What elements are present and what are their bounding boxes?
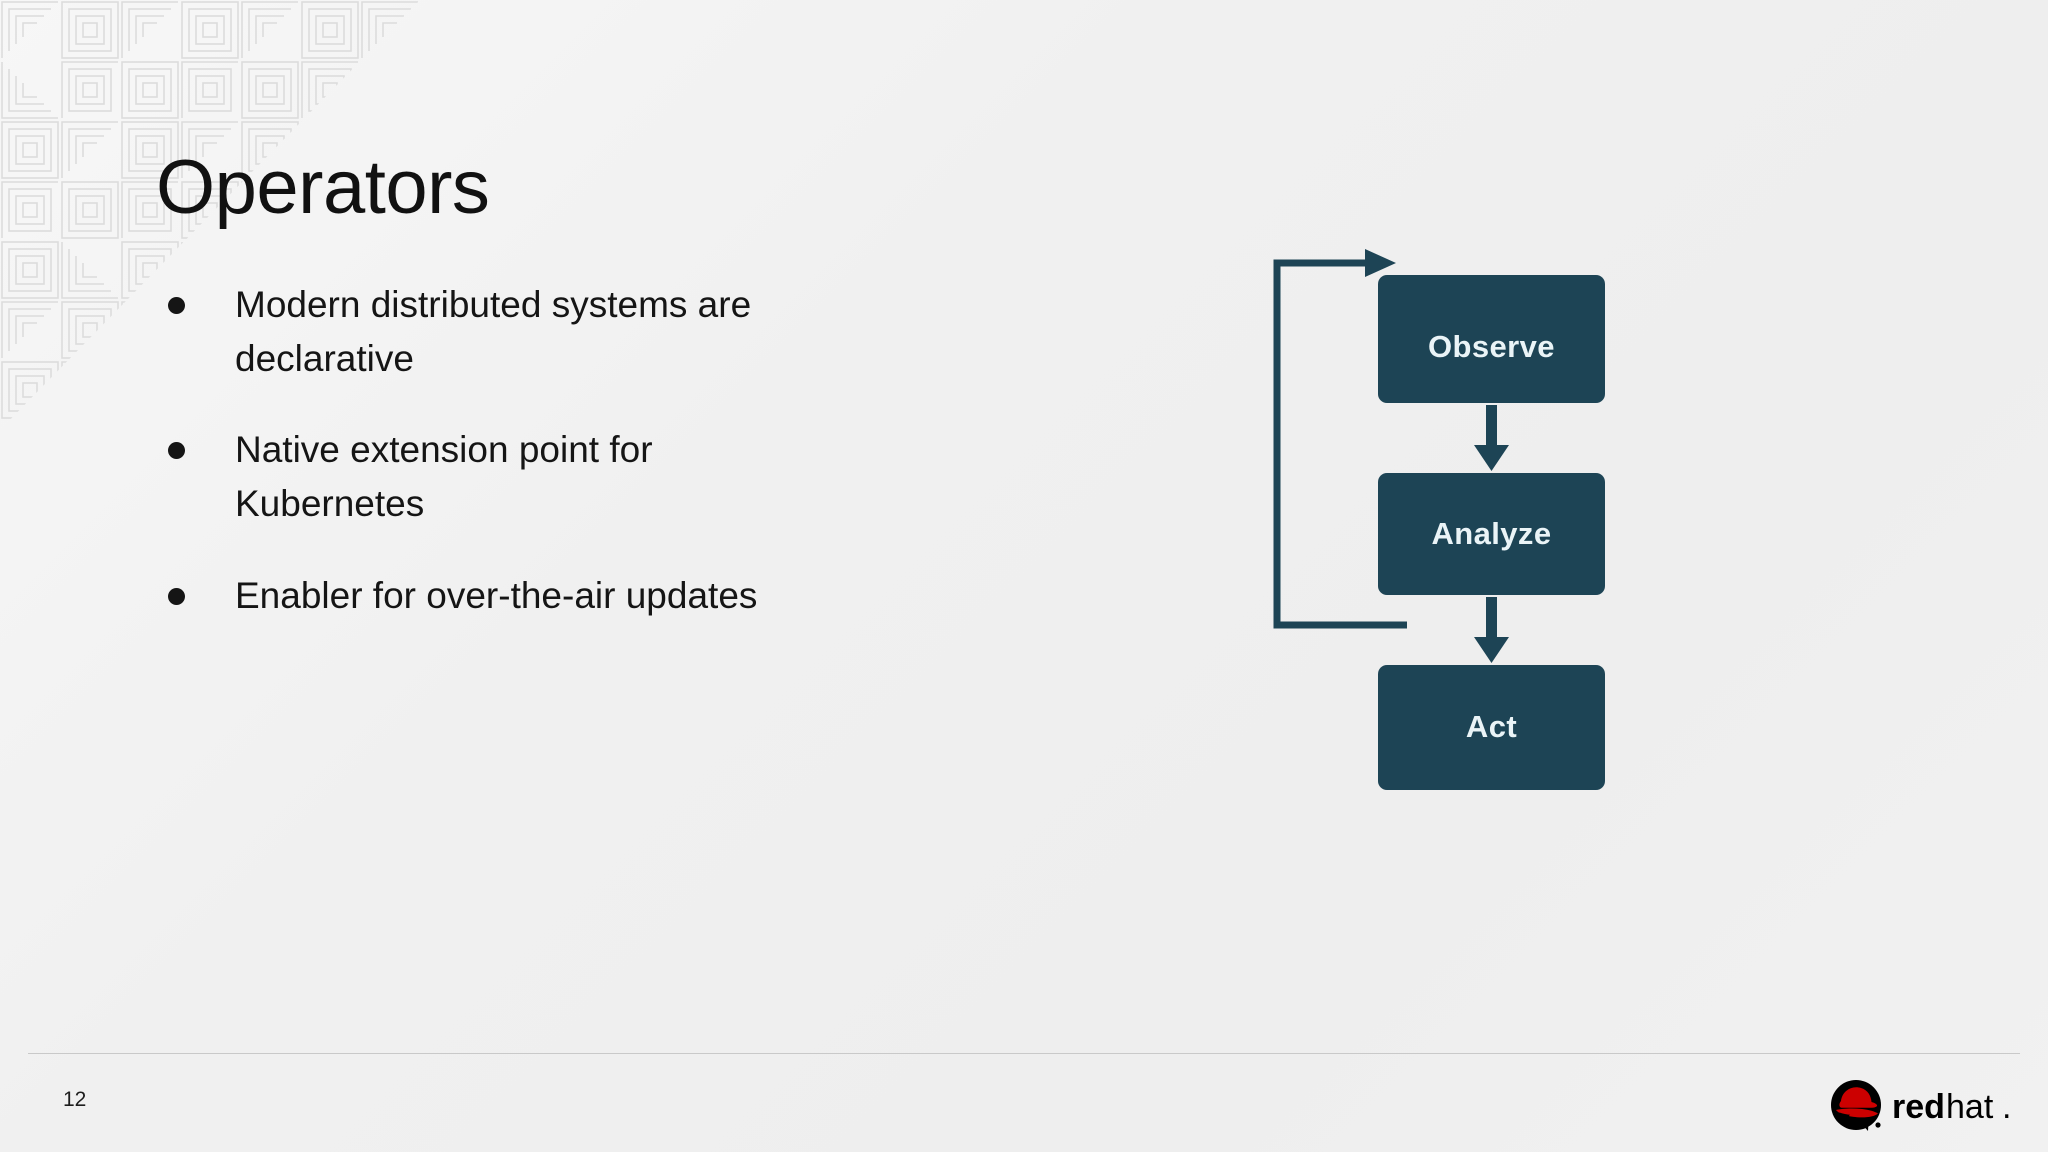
bullet-list: Modern distributed systems are declarati… [168, 278, 828, 622]
list-item: Enabler for over-the-air updates [168, 569, 828, 623]
logo-period: . [2002, 1088, 2011, 1126]
edge-analyze-to-act [1474, 597, 1509, 663]
bullet-text: Enabler for over-the-air updates [235, 574, 758, 616]
edge-act-to-observe [1273, 249, 1407, 629]
page-title: Operators [156, 144, 490, 230]
diagram-node-label: Act [1466, 709, 1517, 744]
bullet-text: Modern distributed systems are declarati… [235, 284, 752, 379]
bullet-dot-icon [168, 297, 185, 314]
bullet-dot-icon [168, 587, 185, 605]
list-item: Modern distributed systems are declarati… [168, 278, 828, 385]
diagram-node-label: Analyze [1432, 516, 1552, 551]
footer-divider [28, 1053, 2020, 1054]
page-number: 12 [63, 1088, 87, 1111]
logo-word-red: red [1892, 1088, 1945, 1126]
diagram-node-observe: Observe [1378, 275, 1605, 403]
diagram-node-analyze: Analyze [1378, 473, 1605, 595]
shadowman-icon [1831, 1080, 1881, 1131]
bullet-dot-icon [168, 442, 185, 460]
operator-control-loop-diagram: Observe Analyze Act [1255, 249, 1635, 790]
red-hat-logo: red hat . [1828, 1079, 2018, 1135]
diagram-node-label: Observe [1428, 329, 1555, 364]
edge-observe-to-analyze [1474, 405, 1509, 471]
list-item: Native extension point for Kubernetes [168, 423, 828, 530]
bullet-text: Native extension point for Kubernetes [235, 429, 653, 524]
logo-word-hat: hat [1946, 1088, 1994, 1126]
diagram-node-act: Act [1378, 665, 1605, 790]
